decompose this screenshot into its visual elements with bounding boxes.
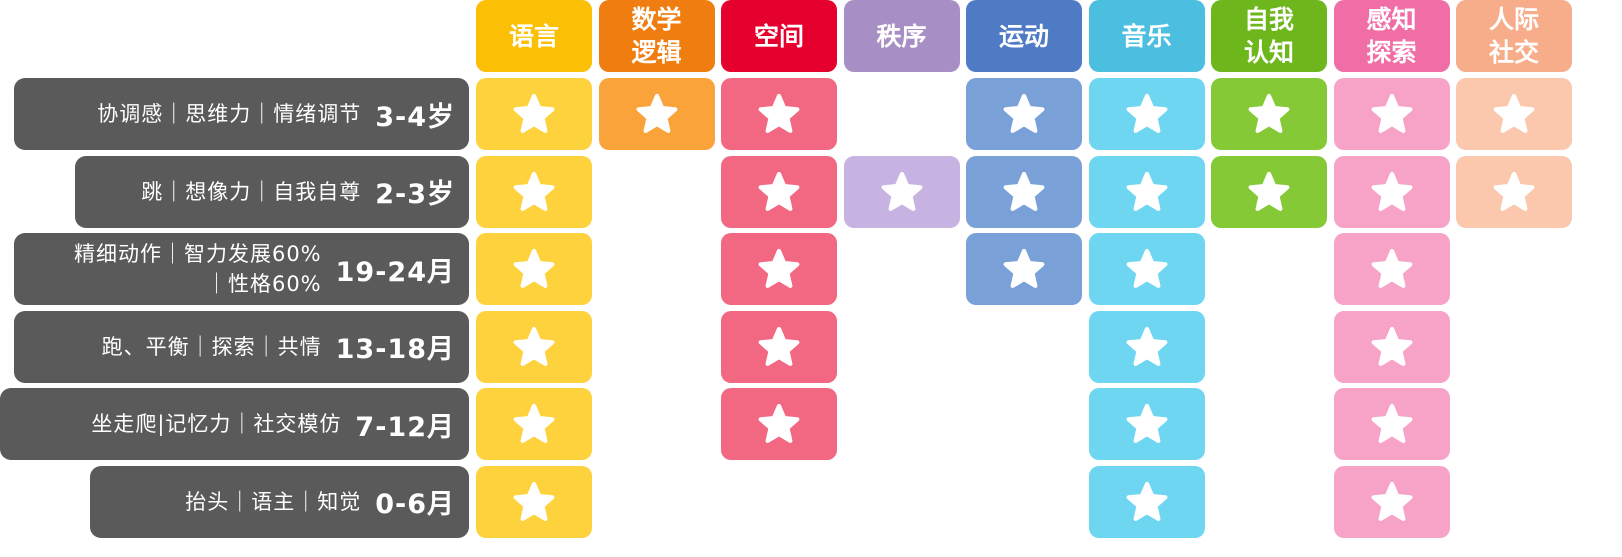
star-icon — [1248, 171, 1290, 213]
star-icon — [758, 403, 800, 445]
star-cell-motion — [966, 155, 1082, 228]
star-cell-lang — [476, 78, 592, 150]
row-age: 3-4岁 — [375, 101, 455, 133]
star-icon — [636, 93, 678, 135]
row-label: 抬头｜语主｜知觉 0-6月 — [90, 465, 469, 538]
star-icon — [1371, 171, 1413, 213]
star-cell-sense — [1333, 233, 1450, 305]
star-cell-music — [1088, 465, 1205, 538]
row-skills: 协调感｜思维力｜情绪调节 — [97, 102, 362, 126]
star-icon — [758, 93, 800, 135]
column-header-music: 音乐 — [1088, 0, 1205, 72]
star-icon — [1371, 93, 1413, 135]
star-icon — [1126, 248, 1168, 290]
row-label: 跑、平衡｜探索｜共情 13-18月 — [14, 310, 469, 383]
star-icon — [1493, 93, 1535, 135]
star-cell-motion — [966, 233, 1082, 305]
star-icon — [513, 326, 555, 368]
star-icon — [1371, 481, 1413, 523]
star-cell-lang — [476, 233, 592, 305]
star-icon — [1371, 326, 1413, 368]
star-cell-order — [843, 155, 960, 228]
row-label: 精细动作｜智力发展60% ｜性格60% 19-24月 — [14, 233, 469, 305]
star-icon — [513, 248, 555, 290]
star-cell-music — [1088, 388, 1205, 460]
star-icon — [1371, 248, 1413, 290]
row-label: 跳｜想像力｜自我自尊 2-3岁 — [75, 155, 469, 228]
star-cell-music — [1088, 310, 1205, 383]
star-icon — [1371, 403, 1413, 445]
star-icon — [1493, 171, 1535, 213]
star-icon — [1126, 403, 1168, 445]
star-cell-social — [1456, 78, 1572, 150]
star-icon — [1003, 171, 1045, 213]
star-cell-motion — [966, 78, 1082, 150]
star-cell-space — [721, 78, 837, 150]
row-skills: 精细动作｜智力发展60% ｜性格60% — [73, 242, 322, 296]
star-icon — [1126, 171, 1168, 213]
star-cell-lang — [476, 388, 592, 460]
column-header-lang: 语言 — [476, 0, 592, 72]
column-header-social: 人际 社交 — [1456, 0, 1572, 72]
column-header-space: 空间 — [721, 0, 837, 72]
star-icon — [1126, 93, 1168, 135]
row-label: 协调感｜思维力｜情绪调节 3-4岁 — [14, 78, 469, 150]
row-skills: 抬头｜语主｜知觉 — [185, 489, 362, 514]
star-icon — [758, 248, 800, 290]
star-cell-lang — [476, 310, 592, 383]
column-header-order: 秩序 — [843, 0, 960, 72]
row-age: 2-3岁 — [375, 179, 455, 210]
star-cell-sense — [1333, 78, 1450, 150]
row-skills: 坐走爬|记忆力｜社交模仿 — [91, 412, 342, 436]
star-cell-music — [1088, 78, 1205, 150]
star-icon — [1003, 93, 1045, 135]
star-icon — [1126, 326, 1168, 368]
star-cell-sense — [1333, 155, 1450, 228]
row-skills: 跑、平衡｜探索｜共情 — [101, 334, 322, 359]
star-cell-space — [721, 388, 837, 460]
star-cell-space — [721, 310, 837, 383]
column-header-math: 数学 逻辑 — [598, 0, 715, 72]
star-icon — [758, 326, 800, 368]
star-cell-self — [1211, 78, 1327, 150]
star-icon — [513, 481, 555, 523]
star-cell-math — [598, 78, 715, 150]
star-icon — [1003, 248, 1045, 290]
star-icon — [513, 403, 555, 445]
star-icon — [1248, 93, 1290, 135]
star-icon — [513, 93, 555, 135]
star-cell-space — [721, 155, 837, 228]
star-cell-self — [1211, 155, 1327, 228]
star-icon — [513, 171, 555, 213]
row-age: 7-12月 — [355, 411, 455, 443]
star-cell-sense — [1333, 310, 1450, 383]
column-header-self: 自我 认知 — [1211, 0, 1327, 72]
star-cell-social — [1456, 155, 1572, 228]
row-age: 19-24月 — [335, 256, 455, 288]
star-icon — [758, 171, 800, 213]
row-age: 0-6月 — [375, 489, 455, 520]
column-header-sense: 感知 探索 — [1333, 0, 1450, 72]
star-cell-lang — [476, 465, 592, 538]
star-cell-lang — [476, 155, 592, 228]
star-cell-space — [721, 233, 837, 305]
row-age: 13-18月 — [335, 334, 455, 365]
row-skills: 跳｜想像力｜自我自尊 — [141, 179, 362, 204]
star-cell-sense — [1333, 388, 1450, 460]
star-icon — [1126, 481, 1168, 523]
star-icon — [881, 171, 923, 213]
star-cell-sense — [1333, 465, 1450, 538]
row-label: 坐走爬|记忆力｜社交模仿 7-12月 — [0, 388, 469, 460]
column-header-motion: 运动 — [966, 0, 1082, 72]
star-cell-music — [1088, 233, 1205, 305]
star-cell-music — [1088, 155, 1205, 228]
